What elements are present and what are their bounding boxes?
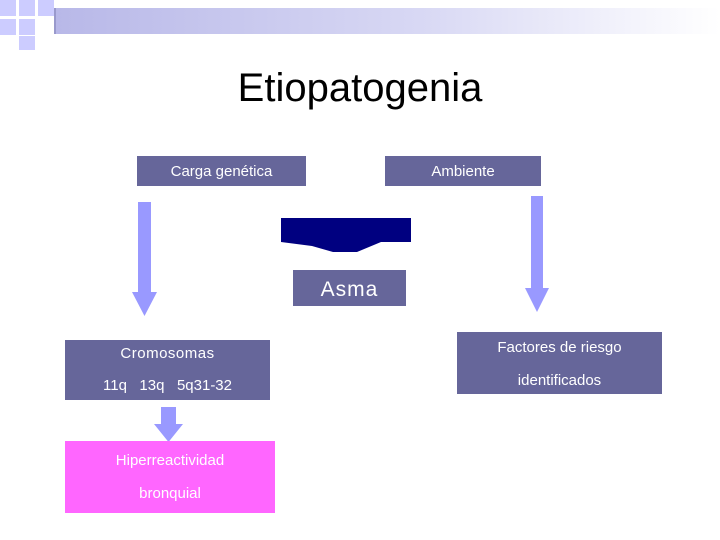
header-gradient-bar	[54, 8, 720, 34]
ambiente-box: Ambiente	[385, 156, 541, 186]
asma-box: Asma	[293, 270, 406, 306]
identificados-label: identificados	[517, 372, 602, 389]
header-square	[0, 0, 16, 16]
left-down-arrow	[132, 202, 157, 316]
factores-riesgo-box: Factores de riesgo identificados	[457, 332, 662, 394]
right-down-arrow	[525, 196, 549, 312]
hiperreactividad-label: Hiperreactividad	[115, 452, 225, 469]
factores-riesgo-label: Factores de riesgo	[497, 339, 622, 356]
carga-genetica-label: Carga genética	[170, 163, 273, 180]
cromosomas-label: Cromosomas	[120, 345, 215, 362]
header-divider	[54, 8, 56, 34]
cromosomas-box: Cromosomas 11q 13q 5q31-32	[65, 340, 270, 400]
hiper-down-arrow	[154, 407, 183, 442]
carga-genetica-box: Carga genética	[137, 156, 306, 186]
bronquial-label: bronquial	[139, 485, 201, 502]
hiperreactividad-box: Hiperreactividad bronquial	[65, 441, 275, 513]
header-square	[0, 19, 16, 35]
header-square	[19, 36, 35, 50]
header-square	[19, 19, 35, 35]
header-square	[19, 0, 35, 16]
slide-title: Etiopatogenia	[237, 66, 483, 110]
asma-label: Asma	[320, 278, 379, 301]
header-square	[38, 0, 54, 16]
ambiente-label: Ambiente	[431, 163, 495, 180]
merge-arrow	[281, 218, 411, 252]
chromosome-loci: 11q 13q 5q31-32	[103, 377, 232, 394]
